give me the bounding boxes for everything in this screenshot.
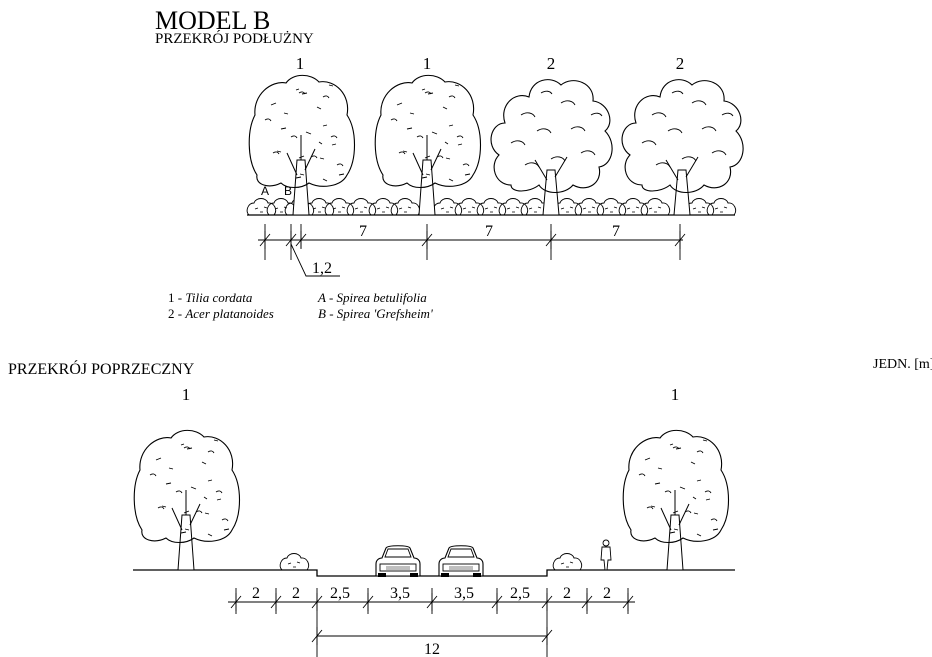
dimension-value: 7 bbox=[359, 223, 367, 240]
tree-number: 2 bbox=[547, 54, 556, 73]
car-left bbox=[375, 545, 421, 578]
offset-dimension-value: 1,2 bbox=[312, 260, 332, 277]
dimension-value: 2,5 bbox=[330, 585, 350, 602]
tree-linden-2 bbox=[374, 74, 482, 216]
dimension-value: 2,5 bbox=[510, 585, 530, 602]
shrub-label-b: B bbox=[284, 184, 292, 198]
dimension-value: 2 bbox=[563, 585, 571, 602]
units-label: JEDN. [m] bbox=[873, 357, 932, 372]
tree-maple-1 bbox=[490, 79, 613, 216]
tree-number: 1 bbox=[423, 54, 432, 73]
tree-linden-right bbox=[622, 429, 730, 571]
shrub-label-a: A bbox=[261, 184, 269, 198]
longitudinal-section: 1 1 2 2 A B 7 7 7 bbox=[246, 54, 744, 277]
model-title: MODEL B bbox=[155, 6, 271, 35]
legend-item-2-species: Acer platanoides bbox=[185, 306, 274, 321]
longitudinal-section-heading: PRZEKRÓJ PODŁUŻNY bbox=[155, 31, 314, 47]
shrub-right bbox=[552, 553, 583, 571]
legend-item-2: 2 - Acer platanoides bbox=[168, 307, 274, 320]
tree-linden-left bbox=[133, 429, 241, 571]
shrub-left bbox=[279, 553, 310, 571]
longitudinal-dimension-line bbox=[258, 224, 686, 277]
dimension-value: 3,5 bbox=[390, 585, 410, 602]
dimension-value: 2 bbox=[292, 585, 300, 602]
legend-item-1-species: Tilia cordata bbox=[185, 290, 253, 305]
dimension-value: 7 bbox=[612, 223, 620, 240]
tree-number: 1 bbox=[671, 385, 680, 404]
legend-item-a-letter: A - bbox=[318, 290, 337, 305]
legend-item-b-species: Spirea 'Grefsheim' bbox=[336, 306, 433, 321]
legend-item-1: 1 - Tilia cordata bbox=[168, 291, 252, 304]
tree-maple-2 bbox=[621, 79, 744, 216]
legend-item-b-letter: B - bbox=[318, 306, 337, 321]
tree-number: 1 bbox=[296, 54, 305, 73]
pedestrian bbox=[600, 539, 612, 571]
transverse-section: 1 1 bbox=[133, 385, 735, 657]
transverse-section-heading: PRZEKRÓJ POPRZECZNY bbox=[8, 361, 195, 378]
legend-item-2-number: 2 - bbox=[168, 306, 186, 321]
dimension-value: 2 bbox=[603, 585, 611, 602]
dimension-value: 7 bbox=[485, 223, 493, 240]
legend-item-a-species: Spirea betulifolia bbox=[336, 290, 427, 305]
total-dimension-value: 12 bbox=[424, 641, 440, 657]
legend-item-1-number: 1 - bbox=[168, 290, 186, 305]
tree-number: 2 bbox=[676, 54, 685, 73]
legend-item-b: B - Spirea 'Grefsheim' bbox=[318, 307, 433, 320]
transverse-dimension-line bbox=[228, 588, 635, 657]
tree-number: 1 bbox=[182, 385, 191, 404]
hedge-row bbox=[246, 198, 737, 216]
legend-item-a: A - Spirea betulifolia bbox=[318, 291, 427, 304]
car-right bbox=[438, 545, 484, 578]
dimension-value: 3,5 bbox=[454, 585, 474, 602]
dimension-value: 2 bbox=[252, 585, 260, 602]
